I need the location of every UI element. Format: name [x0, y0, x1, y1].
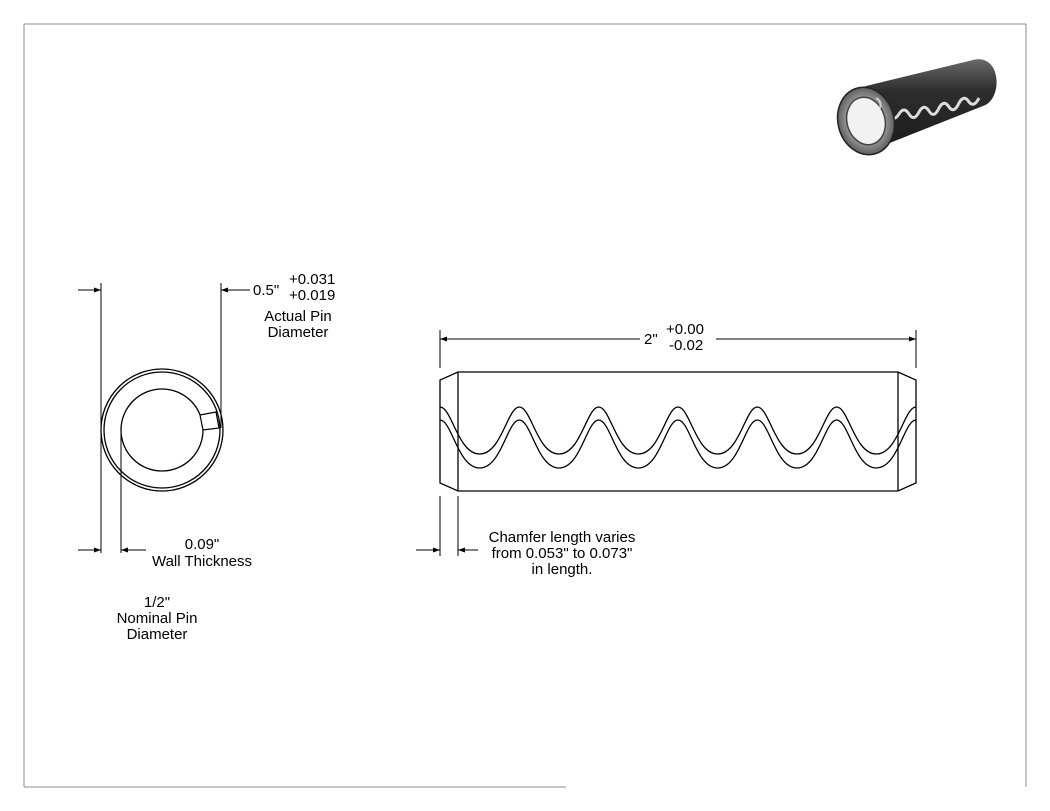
side-view-outline — [439, 371, 917, 492]
chamfer-note-3: in length. — [532, 561, 593, 578]
length-tol-minus: -0.02 — [669, 337, 703, 354]
chamfer-note-1: Chamfer length varies — [489, 529, 636, 546]
seam-slit — [199, 411, 220, 431]
wave-slit-top — [439, 406, 917, 455]
length-extension-lines — [439, 330, 917, 368]
wave-slit-bottom — [439, 419, 917, 469]
actual-diameter-caption-1: Actual Pin — [264, 308, 332, 325]
wall-thickness-caption: Wall Thickness — [152, 553, 252, 570]
sheet-frame — [23, 23, 1027, 788]
nominal-diameter-caption-2: Diameter — [127, 626, 188, 643]
end-view: 0.5" +0.031 +0.019 Actual Pin Diameter 0… — [78, 271, 335, 643]
chamfer-extension-lines — [439, 496, 459, 556]
side-view: 2" +0.00 -0.02 Chamfer length varies fro… — [416, 321, 917, 578]
chamfer-note-2: from 0.053" to 0.073" — [492, 545, 633, 562]
nominal-diameter-caption-1: Nominal Pin — [117, 610, 198, 627]
nominal-diameter-value: 1/2" — [144, 594, 170, 611]
actual-diameter-tol-plus: +0.031 — [289, 271, 335, 288]
length-value: 2" — [644, 331, 658, 348]
actual-diameter-tol-minus: +0.019 — [289, 287, 335, 304]
length-tol-plus: +0.00 — [666, 321, 704, 338]
pin-3d-icon — [836, 59, 997, 156]
wall-thickness-value: 0.09" — [185, 536, 220, 553]
end-view-extension-lines — [100, 283, 222, 553]
actual-diameter-caption-2: Diameter — [268, 324, 329, 341]
actual-diameter-value: 0.5" — [253, 282, 279, 299]
